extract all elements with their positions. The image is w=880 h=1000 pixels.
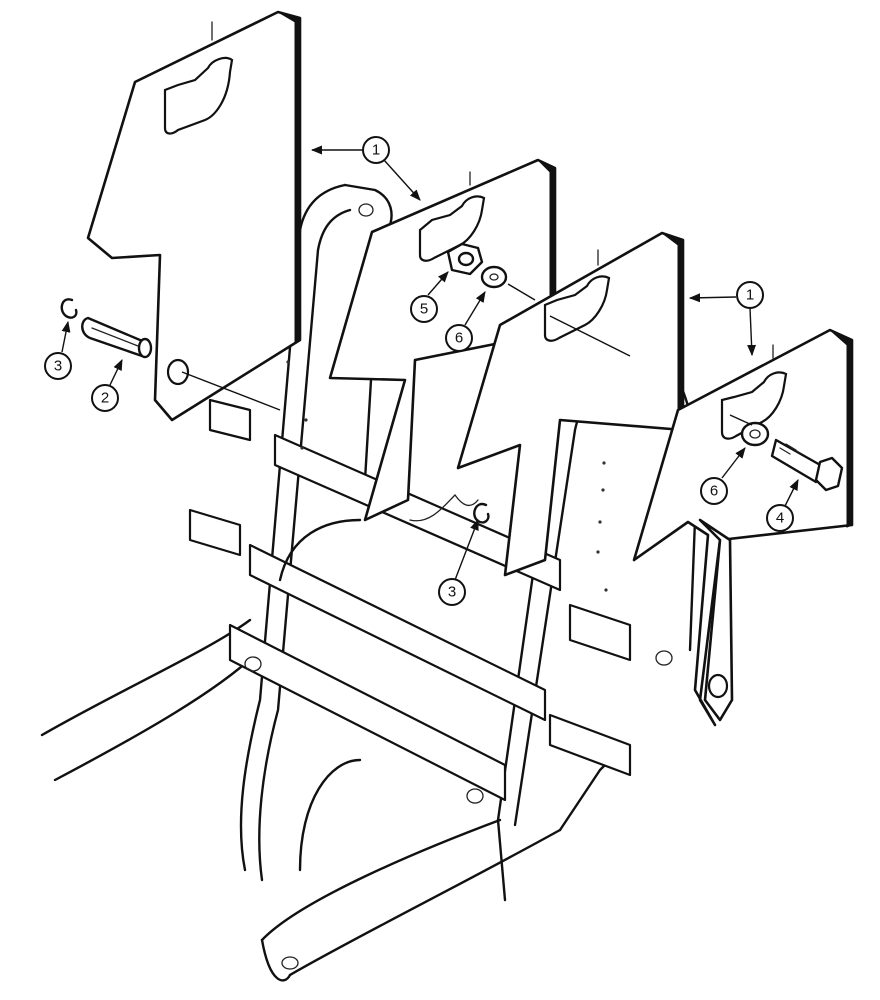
svg-text:6: 6 [710, 483, 718, 500]
callout-1a: 1 [362, 136, 390, 164]
svg-text:3: 3 [448, 584, 456, 601]
svg-text:4: 4 [776, 510, 784, 527]
callout-4: 4 [766, 504, 794, 532]
callout-2: 2 [91, 384, 119, 412]
callout-5: 5 [410, 295, 438, 323]
washer-lower [740, 421, 770, 447]
callout-3b: 3 [438, 578, 466, 606]
callout-6b: 6 [700, 477, 728, 505]
retaining-clip-left [60, 298, 78, 319]
weight-plate-1 [86, 10, 302, 422]
svg-text:2: 2 [101, 390, 109, 407]
callout-3a: 3 [44, 352, 72, 380]
washer-top [480, 265, 536, 301]
svg-text:5: 5 [420, 301, 428, 318]
svg-text:6: 6 [455, 330, 463, 347]
pivot-pin [81, 316, 281, 411]
hex-bolt [770, 438, 844, 492]
weight-plate-2 [328, 158, 557, 522]
svg-text:1: 1 [746, 287, 754, 304]
callout-6a: 6 [445, 324, 473, 352]
weight-plate-4 [632, 328, 854, 727]
callout-1b: 1 [736, 281, 764, 309]
hex-nut [446, 242, 484, 276]
svg-text:1: 1 [372, 142, 380, 159]
svg-text:3: 3 [54, 358, 62, 375]
